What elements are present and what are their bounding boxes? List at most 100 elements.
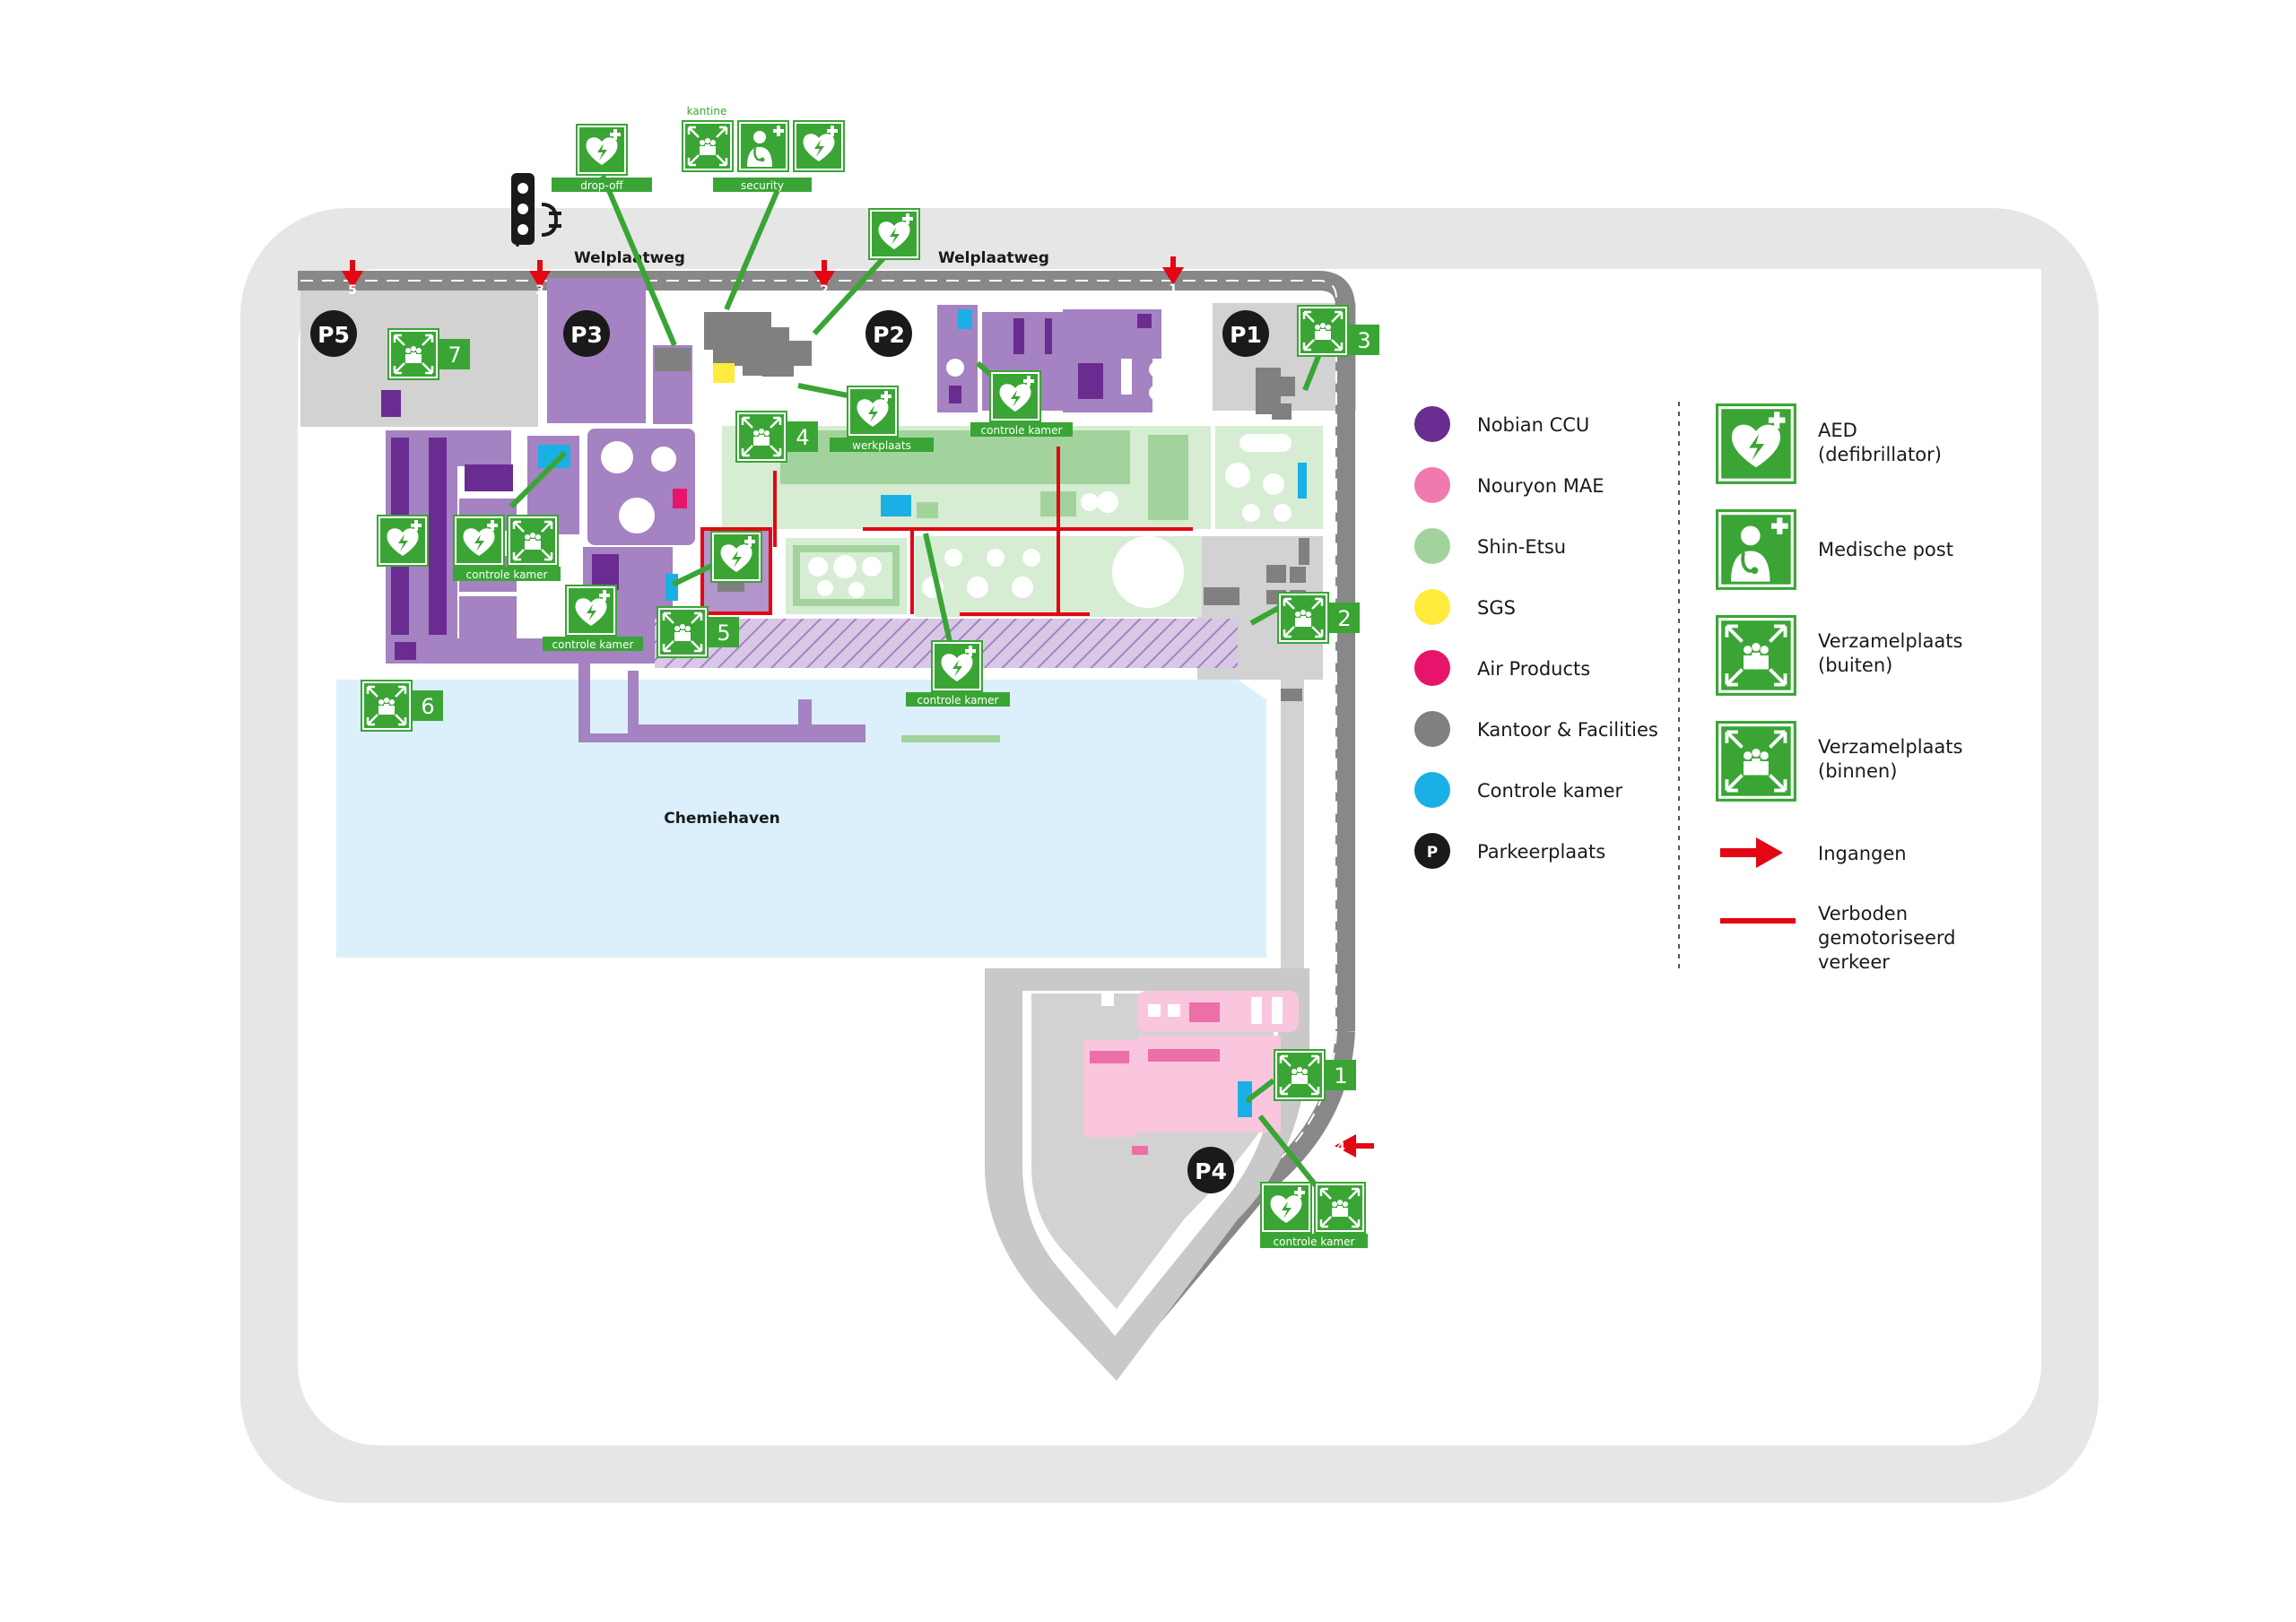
legend-verzamelplaats-buiten: Verzamelplaats (buiten) (1714, 613, 1962, 698)
svg-text:3: 3 (1357, 328, 1370, 353)
medical-post-icon (1716, 509, 1796, 590)
entrance-arrow-1: 1 (1162, 256, 1184, 297)
svg-text:7: 7 (448, 343, 461, 368)
tag-werkplaats: werkplaats (852, 439, 911, 452)
aed-west (375, 513, 430, 568)
svg-text:4: 4 (1336, 1141, 1345, 1155)
aed-controle-kamer-center: controle kamer (906, 638, 1010, 707)
svg-text:P1: P1 (1230, 322, 1262, 348)
svg-text:2: 2 (820, 283, 829, 298)
legend-item-nobian: Nobian CCU (1414, 406, 1589, 442)
svg-text:6: 6 (421, 694, 434, 719)
water-label: Chemiehaven (664, 810, 779, 828)
road-label-welplaatweg-2: Welplaatweg (938, 249, 1049, 267)
svg-text:Verzamelplaats: Verzamelplaats (1818, 630, 1962, 652)
legend-symbols: AED (defibrillator) Medische post Verzam… (1716, 403, 1962, 973)
svg-text:controle kamer: controle kamer (552, 638, 634, 651)
svg-text:Nouryon MAE: Nouryon MAE (1477, 475, 1605, 497)
svg-text:Verboden: Verboden (1818, 903, 1908, 924)
svg-text:(binnen): (binnen) (1818, 760, 1897, 782)
svg-text:controle kamer: controle kamer (981, 424, 1063, 437)
aed-werkplaats: werkplaats (830, 384, 934, 452)
svg-text:2: 2 (1337, 606, 1351, 631)
assembly-point-1: 1 (1272, 1047, 1356, 1103)
assembly-point-3: 3 (1295, 303, 1379, 359)
legend-item-kantoor: Kantoor & Facilities (1414, 711, 1658, 747)
legend-companies: Nobian CCU Nouryon MAE Shin-Etsu SGS Air… (1414, 406, 1658, 869)
svg-text:3: 3 (535, 283, 544, 298)
svg-text:1: 1 (1169, 282, 1178, 297)
aed-red-zone (709, 529, 764, 585)
svg-text:AED: AED (1818, 420, 1857, 441)
legend-item-controle-kamer: Controle kamer (1414, 772, 1623, 808)
parking-p3: P3 (563, 310, 610, 357)
svg-text:(defibrillator): (defibrillator) (1818, 444, 1942, 465)
svg-text:controle kamer: controle kamer (1274, 1236, 1355, 1248)
parking-badges: P5 P3 P2 P1 P4 (310, 310, 1269, 1193)
entrance-arrow-2: 2 (813, 260, 835, 298)
svg-text:controle kamer: controle kamer (918, 694, 999, 707)
svg-text:Air Products: Air Products (1477, 658, 1590, 680)
legend-medische-post: Medische post (1716, 509, 1953, 590)
legend-verzamelplaats-binnen: Verzamelplaats (binnen) (1714, 719, 1962, 803)
assembly-inside-icon (1714, 719, 1798, 803)
entrance-arrow-4: 4 (1335, 1134, 1374, 1158)
tag-kantine: kantine (687, 105, 727, 117)
assembly-outside-icon (1714, 613, 1798, 698)
parking-p5: P5 (310, 310, 357, 357)
svg-text:gemotoriseerd: gemotoriseerd (1818, 927, 1955, 949)
svg-text:P4: P4 (1195, 1158, 1227, 1184)
assembly-point-7: 7 (386, 326, 470, 382)
legend-item-sgs: SGS (1414, 589, 1516, 625)
parking-p2: P2 (865, 310, 912, 357)
svg-text:P: P (1427, 844, 1438, 862)
aed-dropoff: drop-off (552, 122, 652, 192)
svg-text:5: 5 (717, 620, 730, 646)
svg-text:(buiten): (buiten) (1818, 655, 1892, 676)
assembly-point-4: 4 (734, 409, 818, 464)
chemiehaven-water (336, 680, 1266, 958)
tag-drop-off: drop-off (580, 179, 623, 192)
legend-item-nouryon: Nouryon MAE (1414, 467, 1605, 503)
svg-text:4: 4 (796, 425, 809, 450)
parking-p4: P4 (1187, 1147, 1234, 1193)
parking-p1: P1 (1222, 310, 1269, 357)
tag-security: security (741, 179, 784, 192)
svg-text:Shin-Etsu: Shin-Etsu (1477, 536, 1566, 558)
legend-item-parkeerplaats: P Parkeerplaats (1414, 833, 1605, 869)
svg-text:P3: P3 (570, 322, 603, 348)
no-traffic-line-icon (1720, 918, 1796, 924)
aed-controle-kamer-southwest: controle kamer (543, 583, 643, 651)
entrance-arrow-icon (1720, 837, 1783, 868)
svg-text:Nobian CCU: Nobian CCU (1477, 414, 1589, 436)
aed-welplaatweg (866, 206, 922, 262)
legend-item-shin-etsu: Shin-Etsu (1414, 528, 1566, 564)
svg-text:Medische post: Medische post (1818, 539, 1953, 560)
legend: Nobian CCU Nouryon MAE Shin-Etsu SGS Air… (1414, 402, 1962, 973)
entrance-arrow-5: 5 (342, 260, 363, 298)
svg-text:Kantoor & Facilities: Kantoor & Facilities (1477, 719, 1658, 741)
road-label-welplaatweg-1: Welplaatweg (574, 249, 685, 267)
assembly-point-5: 5 (655, 604, 739, 660)
legend-aed: AED (defibrillator) (1716, 403, 1942, 484)
aed-icon (1716, 403, 1796, 484)
assembly-point-2: 2 (1275, 590, 1360, 646)
svg-text:P5: P5 (317, 322, 350, 348)
legend-ingangen: Ingangen (1720, 837, 1907, 868)
controle-kamer-west-cluster: controle kamer (451, 513, 561, 581)
assembly-point-6: 6 (359, 678, 443, 733)
no-traffic-lines (700, 447, 1193, 616)
svg-text:5: 5 (348, 283, 357, 298)
svg-text:Controle kamer: Controle kamer (1477, 780, 1623, 802)
traffic-light-icon (511, 173, 561, 247)
svg-text:SGS: SGS (1477, 597, 1516, 619)
legend-verboden-verkeer: Verboden gemotoriseerd verkeer (1720, 903, 1955, 973)
svg-text:1: 1 (1334, 1063, 1347, 1089)
kantine-security-cluster: kantine security (680, 105, 847, 192)
svg-text:controle kamer: controle kamer (466, 568, 548, 581)
aed-controle-kamer-north: controle kamer (970, 369, 1073, 437)
legend-item-air-products: Air Products (1414, 650, 1590, 686)
svg-text:Ingangen: Ingangen (1818, 843, 1907, 864)
svg-text:verkeer: verkeer (1818, 951, 1890, 973)
